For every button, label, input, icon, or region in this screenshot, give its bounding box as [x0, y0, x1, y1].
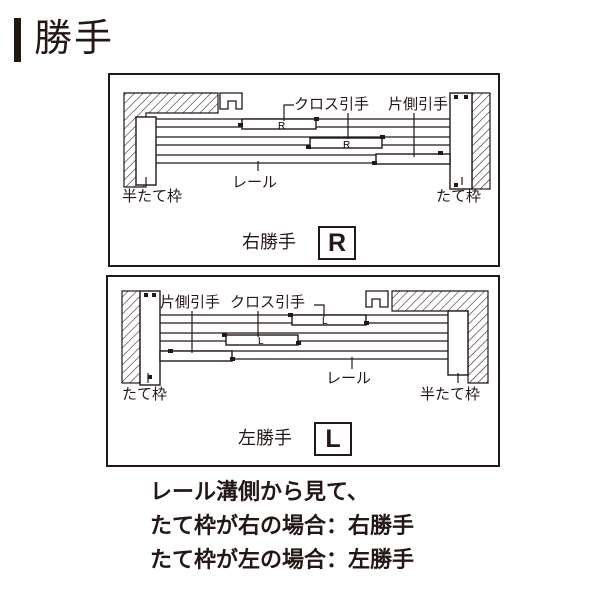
right-hand-panel: R R クロス引手 片側引手 レール 半たて枠 たて枠 右勝手 R [108, 73, 500, 267]
wall-hatching [391, 290, 489, 384]
rail-label: レール [232, 173, 278, 191]
half-frame [135, 116, 157, 186]
cross-handle-label: クロス引手 [294, 95, 370, 113]
door-letter: L [258, 336, 264, 347]
half-frame-label: 半たて枠 [122, 187, 183, 205]
half-frame-label: 半たて枠 [420, 385, 481, 403]
hand-badge: L [314, 422, 352, 456]
wall-hatching [471, 92, 491, 190]
note-line-1: レール溝側から見て、 [150, 480, 369, 505]
left-hand-diagram: L L [121, 290, 489, 386]
door-panel [309, 137, 383, 149]
page-title: 勝手 [34, 16, 115, 60]
cross-handle-label: クロス引手 [230, 293, 306, 311]
half-frame [447, 310, 469, 376]
hand-badge: R [318, 226, 356, 260]
hand-label: 右勝手 [242, 232, 296, 253]
title-accent-bar [14, 18, 21, 62]
side-handle-label: 片側引手 [388, 95, 449, 113]
door-panel [225, 334, 299, 346]
frame-label: たて枠 [436, 187, 482, 205]
door-letter: L [322, 316, 328, 327]
left-hand-panel: L L 片側引手 クロス引手 レール たて枠 半たて枠 左勝手 L [106, 275, 500, 467]
door-panel [159, 350, 233, 362]
door-letter: R [278, 121, 285, 132]
note-line-3: たて枠が左の場合：左勝手 [150, 548, 415, 573]
hand-label: 左勝手 [238, 428, 292, 449]
rail-label: レール [326, 369, 372, 387]
frame [449, 92, 473, 190]
head-notch [365, 290, 389, 308]
frame [139, 290, 161, 386]
head-notch [219, 92, 243, 110]
door-panel [291, 314, 367, 326]
door-letter: R [343, 140, 350, 151]
note-line-2: たて枠が右の場合：右勝手 [150, 514, 415, 539]
door-panel [375, 153, 451, 165]
wall-hatching [121, 290, 141, 384]
right-hand-diagram: R R [123, 92, 491, 190]
side-handle-label: 片側引手 [160, 293, 221, 311]
frame-label: たて枠 [122, 385, 168, 403]
